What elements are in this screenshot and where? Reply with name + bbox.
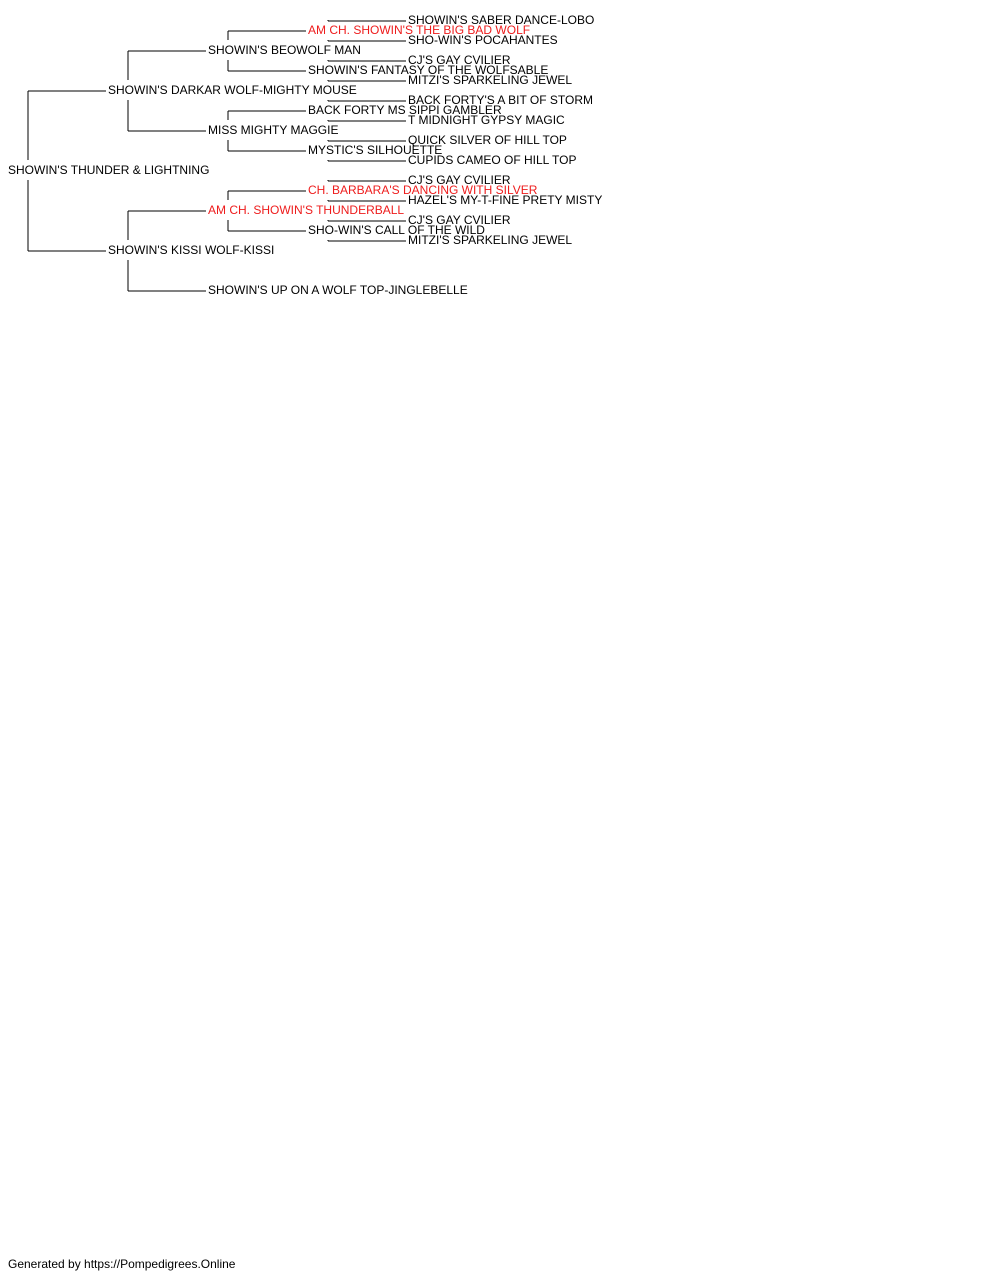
sire-name: AM CH. SHOWIN'S THUNDERBALL	[208, 203, 404, 217]
sire-name: SHOWIN'S SABER DANCE-LOBO	[408, 13, 594, 27]
sire-name: BACK FORTY MS SIPPI GAMBLER	[308, 103, 502, 117]
dam-name: MITZI'S SPARKELING JEWEL	[408, 233, 572, 247]
sire-name: QUICK SILVER OF HILL TOP	[408, 133, 567, 147]
dam-name: SHO-WIN'S POCAHANTES	[408, 33, 558, 47]
dam-name: MYSTIC'S SILHOUETTE	[308, 143, 442, 157]
dam-name: SHOWIN'S FANTASY OF THE WOLFSABLE	[308, 63, 548, 77]
dam-name: SHOWIN'S UP ON A WOLF TOP-JINGLEBELLE	[208, 283, 468, 297]
dam-name: CUPIDS CAMEO OF HILL TOP	[408, 153, 576, 167]
sire-name: SHOWIN'S BEOWOLF MAN	[208, 43, 361, 57]
sire-name: AM CH. SHOWIN'S THE BIG BAD WOLF	[308, 23, 530, 37]
dam-name: T MIDNIGHT GYPSY MAGIC	[408, 113, 565, 127]
sire-name: SHOWIN'S DARKAR WOLF-MIGHTY MOUSE	[108, 83, 357, 97]
subject-dog-name: SHOWIN'S THUNDER & LIGHTNING	[8, 163, 209, 177]
sire-name: CJ'S GAY CVILIER	[408, 213, 511, 227]
footer-credit: Generated by https://Pompedigrees.Online	[8, 1257, 236, 1271]
dam-name: HAZEL'S MY-T-FINE PRETY MISTY	[408, 193, 602, 207]
sire-name: CH. BARBARA'S DANCING WITH SILVER	[308, 183, 538, 197]
dam-name: SHO-WIN'S CALL OF THE WILD	[308, 223, 485, 237]
dam-name: SHOWIN'S KISSI WOLF-KISSI	[108, 243, 274, 257]
sire-name: CJ'S GAY CVILIER	[408, 173, 511, 187]
sire-name: CJ'S GAY CVILIER	[408, 53, 511, 67]
sire-name: BACK FORTY'S A BIT OF STORM	[408, 93, 593, 107]
dam-name: MITZI'S SPARKELING JEWEL	[408, 73, 572, 87]
dam-name: MISS MIGHTY MAGGIE	[208, 123, 338, 137]
